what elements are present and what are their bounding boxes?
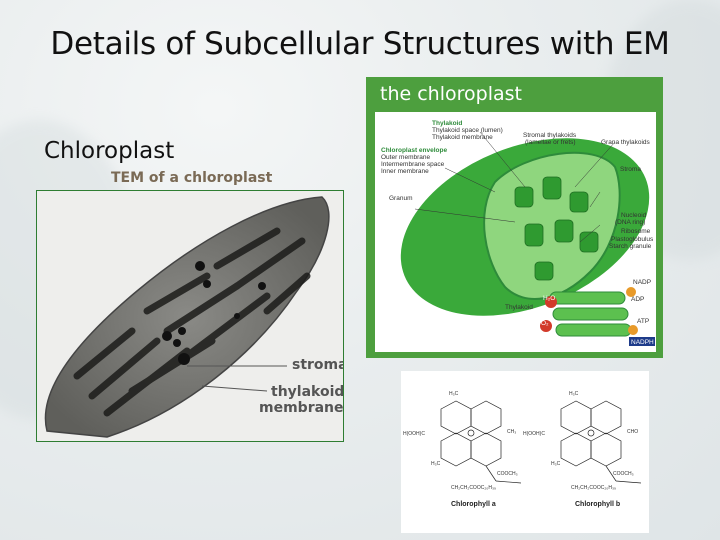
- label-stromal-thylakoids: Stromal thylakoids: [523, 132, 577, 139]
- group-h3c-a: H₃C: [449, 391, 459, 397]
- plastoglobuli: [162, 261, 266, 365]
- label-chlorophyll-a: Chlorophyll a: [451, 501, 496, 508]
- label-envelope: Chloroplast envelope: [381, 147, 448, 154]
- label-nadph: NADPH: [631, 339, 654, 346]
- section-label: Chloroplast: [44, 138, 175, 164]
- label-plastoglobulus: Plastoglobulus: [611, 236, 654, 243]
- group-cooch3-a: COOCH₃: [497, 471, 518, 477]
- group-h3c-b: H₃C: [569, 391, 579, 397]
- diagram-illustration: Thylakoid Thylakoid space (lumen) Thylak…: [375, 112, 656, 352]
- tem-label-membranes: membranes: [259, 400, 344, 416]
- tem-image: [37, 191, 343, 441]
- label-granum: Granum: [389, 195, 413, 202]
- label-nucleoid: Nucleoid: [621, 212, 647, 219]
- group-hooc-a: H(OOH)C: [403, 431, 425, 437]
- label-nucleoid-sub: (DNA ring): [615, 219, 646, 226]
- chloroplast-illustration: [400, 131, 655, 346]
- label-thylakoid-membrane: Thylakoid membrane: [432, 134, 493, 141]
- tem-label-thylakoid: thylakoid: [271, 384, 344, 400]
- tem-label-stroma: stroma: [292, 357, 344, 373]
- label-o2: O₂: [541, 320, 549, 327]
- group-h3c-a2: H₃C: [431, 461, 441, 467]
- tem-micrograph: stroma thylakoid membranes: [36, 190, 344, 442]
- label-thylakoid-space: Thylakoid space (lumen): [432, 127, 503, 134]
- label-starch-granule: Starch granule: [609, 243, 652, 250]
- leader-lines: [414, 131, 616, 243]
- chlorophyll-b-structure: [560, 400, 642, 484]
- slide-title: Details of Subcellular Structures with E…: [50, 26, 670, 62]
- thylakoid-pointer: [201, 385, 268, 392]
- grana-illustration: [514, 176, 599, 281]
- group-cho-b: CHO: [627, 429, 639, 435]
- label-stromal-thylakoids-sub: (lamellae or frets): [525, 139, 576, 146]
- chloroplast-diagram-panel: the chloroplast: [366, 77, 663, 358]
- chlorophyll-illustration: [440, 400, 642, 484]
- label-outer-membrane: Outer membrane: [381, 154, 431, 161]
- label-ribosome: Ribosome: [621, 228, 651, 235]
- group-ch3-a: CH₃: [507, 429, 517, 435]
- chlorophyll-structures: H₃C CH₃ H(OOH)C H₃C COOCH₃ CH₂CH₂COOC₂₀H…: [401, 371, 649, 533]
- group-hooc-b: H(OOH)C: [523, 431, 545, 437]
- group-tail-b: CH₂CH₂COOC₂₀H₃₉: [571, 485, 616, 491]
- thylakoid-inset: [540, 287, 655, 346]
- label-intermembrane-space: Intermembrane space: [381, 161, 445, 168]
- label-atp: ATP: [637, 318, 650, 325]
- label-thylakoid-inset: Thylakoid: [505, 304, 533, 311]
- label-nadp: NADP: [633, 279, 652, 286]
- label-thylakoid: Thylakoid: [432, 120, 463, 127]
- label-stroma: Stroma: [620, 166, 641, 173]
- grana-stacks: [73, 227, 311, 417]
- label-h2o: H₂O: [543, 295, 556, 302]
- tem-caption: TEM of a chloroplast: [111, 170, 273, 186]
- label-grana-thylakoids: Grana thylakoids: [601, 139, 650, 146]
- chlorophyll-a-structure: [440, 400, 522, 484]
- group-cooch3-b: COOCH₃: [613, 471, 634, 477]
- diagram-title: the chloroplast: [380, 83, 522, 105]
- group-h3c-b2: H₃C: [551, 461, 561, 467]
- group-tail-a: CH₂CH₂COOC₂₀H₃₉: [451, 485, 496, 491]
- label-chlorophyll-b: Chlorophyll b: [575, 501, 621, 508]
- label-adp: ADP: [631, 296, 645, 303]
- label-inner-membrane: Inner membrane: [381, 168, 429, 175]
